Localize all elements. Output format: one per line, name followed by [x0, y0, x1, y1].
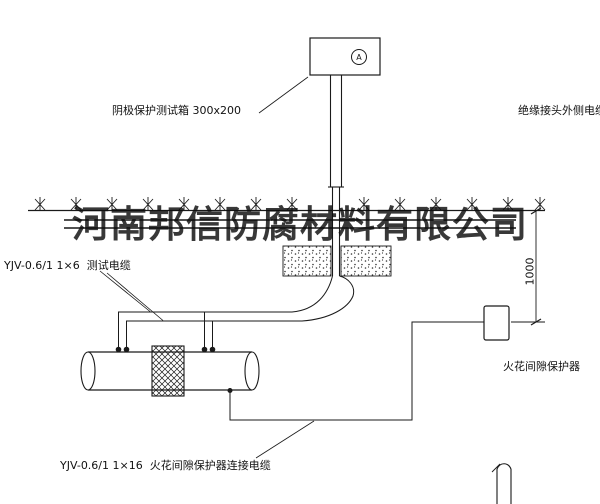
meter-symbol-letter: A — [356, 53, 362, 62]
pipe-end-left — [80, 351, 96, 391]
test-cables — [118, 275, 355, 349]
insulating-joint — [151, 345, 185, 397]
test-box-label: 阴极保护测试箱 300x200 — [112, 104, 241, 117]
spark-gap-cable — [229, 321, 484, 421]
meter-symbol-icon: A — [351, 49, 367, 65]
riser-stub-icon — [491, 463, 512, 504]
test-box — [309, 37, 381, 76]
watermark: 河南邦信防腐材料有限公司 — [72, 205, 528, 246]
watermark-strike-line — [64, 227, 516, 229]
riser-conduit — [328, 75, 344, 276]
spark-gap-cable-label: YJV-0.6/1 1×16 火花间隙保护器连接电缆 — [60, 459, 271, 472]
concrete-blocks — [282, 245, 392, 277]
dimension-line — [511, 207, 545, 326]
spark-gap-protector-label: 火花间隙保护器 — [503, 360, 580, 373]
cable-terminals — [115, 346, 233, 393]
burial-depth-dimension: 1000 — [523, 257, 537, 286]
pipe-end-right — [244, 351, 260, 391]
insulated-joint-cable-label: 绝缘接头外侧电缆 — [518, 104, 600, 117]
pipeline — [80, 345, 260, 397]
test-cable-label: YJV-0.6/1 1×6 测试电缆 — [4, 259, 131, 272]
watermark-strike-line — [64, 219, 516, 221]
leader-lines — [99, 76, 315, 459]
spark-gap-protector — [483, 305, 510, 341]
